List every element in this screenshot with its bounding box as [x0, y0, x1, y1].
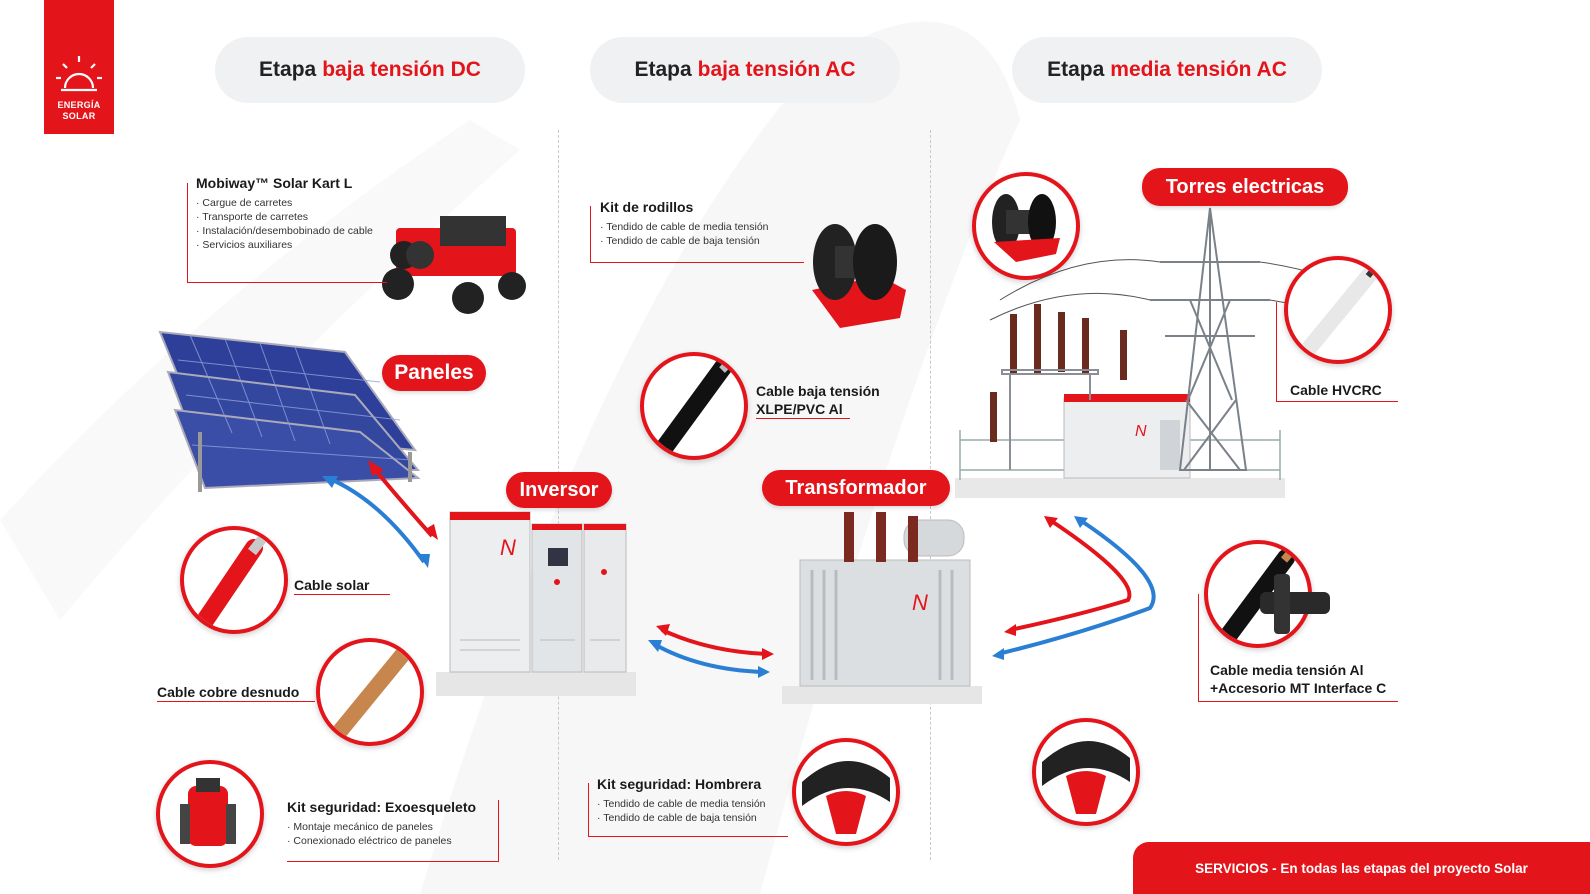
exoskeleton-icon — [180, 778, 236, 846]
cable-baja-circle — [640, 352, 748, 460]
cable-hvcrc-label: Cable HVCRC — [1290, 382, 1382, 398]
mobiway-title: Mobiway™ Solar Kart L — [196, 175, 353, 191]
hombrera-item: · Tendido de cable de media tensión — [597, 798, 766, 810]
logo-line-1: ENERGÍA — [57, 100, 101, 110]
hombrera-item: · Tendido de cable de baja tensión — [597, 812, 757, 824]
cable-media-bracket — [1198, 594, 1398, 702]
transformer-illustration: N — [782, 512, 982, 704]
badge-inversor: Inversor — [506, 472, 612, 508]
rodillos-item: · Tendido de cable de baja tensión — [600, 235, 760, 247]
rodillos-item: · Tendido de cable de media tensión — [600, 221, 769, 233]
services-footer: SERVICIOS - En todas las etapas del proy… — [1133, 842, 1590, 894]
hombrera-callout: Kit seguridad: Hombrera · Tendido de cab… — [597, 775, 766, 825]
logo-line-2: SOLAR — [62, 111, 96, 121]
substation-illustration: N — [955, 207, 1391, 498]
mobiway-callout: Mobiway™ Solar Kart L · Cargue de carret… — [196, 174, 373, 252]
stage-prefix: Etapa — [1047, 58, 1105, 81]
cable-solar-icon — [195, 530, 270, 630]
energia-solar-logo: ENERGÍA SOLAR — [44, 0, 114, 134]
rodillos-callout: Kit de rodillos · Tendido de cable de me… — [600, 198, 769, 248]
cable-solar-circle — [180, 526, 288, 634]
mobiway-item: · Servicios auxiliares — [196, 239, 293, 251]
cable-baja-label: Cable baja tensión XLPE/PVC Al — [756, 382, 880, 419]
stage-highlight: media tensión AC — [1110, 58, 1287, 81]
stage-prefix: Etapa — [634, 58, 692, 81]
exoesqueleto-title: Kit seguridad: Exoesqueleto — [287, 799, 477, 815]
cable-media-circle — [1204, 540, 1312, 648]
mobiway-item: · Transporte de carretes — [196, 211, 309, 223]
cable-baja-line2: XLPE/PVC Al — [756, 400, 850, 419]
badge-torres: Torres electricas — [1142, 168, 1348, 206]
mobiway-kart-illustration — [382, 216, 526, 314]
hombrera-bracket — [588, 783, 788, 837]
cable-baja-line1: Cable baja tensión — [756, 383, 880, 399]
solar-panels-illustration — [158, 330, 421, 492]
cable-baja-icon — [655, 356, 737, 456]
cable-media-line2: +Accesorio MT Interface C — [1210, 680, 1387, 696]
shoulder-pad-icon — [802, 760, 890, 834]
rodillos-tower-circle — [972, 172, 1080, 280]
exoesqueleto-callout: Kit seguridad: Exoesqueleto · Montaje me… — [287, 798, 476, 848]
badge-transformador: Transformador — [762, 470, 950, 506]
shoulder-pad-icon — [1042, 740, 1130, 814]
cable-hvcrc-circle — [1284, 256, 1392, 364]
rodillos-title: Kit de rodillos — [600, 199, 694, 215]
exoesqueleto-item: · Conexionado eléctrico de paneles — [287, 835, 452, 847]
cable-solar-label: Cable solar — [294, 576, 390, 595]
rodillos-illustration — [812, 224, 906, 328]
cable-media-label: Cable media tensión Al +Accesorio MT Int… — [1210, 661, 1386, 697]
exoesqueleto-bracket — [287, 800, 499, 862]
rodillos-bracket — [590, 206, 804, 263]
mobiway-item: · Instalación/desembobinado de cable — [196, 225, 373, 237]
mobiway-bracket — [187, 183, 387, 283]
hombrera-title: Kit seguridad: Hombrera — [597, 776, 762, 792]
cable-cobre-label: Cable cobre desnudo — [157, 683, 315, 702]
sun-icon — [56, 56, 102, 92]
cable-media-line1: Cable media tensión Al — [1210, 662, 1364, 678]
roller-icon — [992, 194, 1060, 262]
hombrera-circle — [792, 738, 900, 846]
hombrera-medium-circle — [1032, 718, 1140, 826]
hvcrc-bracket — [1276, 302, 1398, 402]
cable-cobre-circle — [316, 638, 424, 746]
exoesqueleto-circle — [156, 760, 264, 868]
stage-highlight: baja tensión AC — [697, 58, 856, 81]
mt-interface-accessory-icon — [1260, 574, 1330, 634]
badge-paneles: Paneles — [382, 355, 486, 391]
mobiway-item: · Cargue de carretes — [196, 197, 293, 209]
copper-cable-icon — [328, 642, 416, 742]
exoesqueleto-item: · Montaje mecánico de paneles — [287, 821, 433, 833]
svg-text:N: N — [500, 535, 516, 560]
svg-text:N: N — [912, 590, 928, 615]
svg-text:N: N — [1135, 423, 1147, 440]
inverter-illustration: N — [436, 511, 636, 696]
stage-highlight: baja tensión DC — [322, 58, 481, 81]
stage-prefix: Etapa — [259, 58, 317, 81]
